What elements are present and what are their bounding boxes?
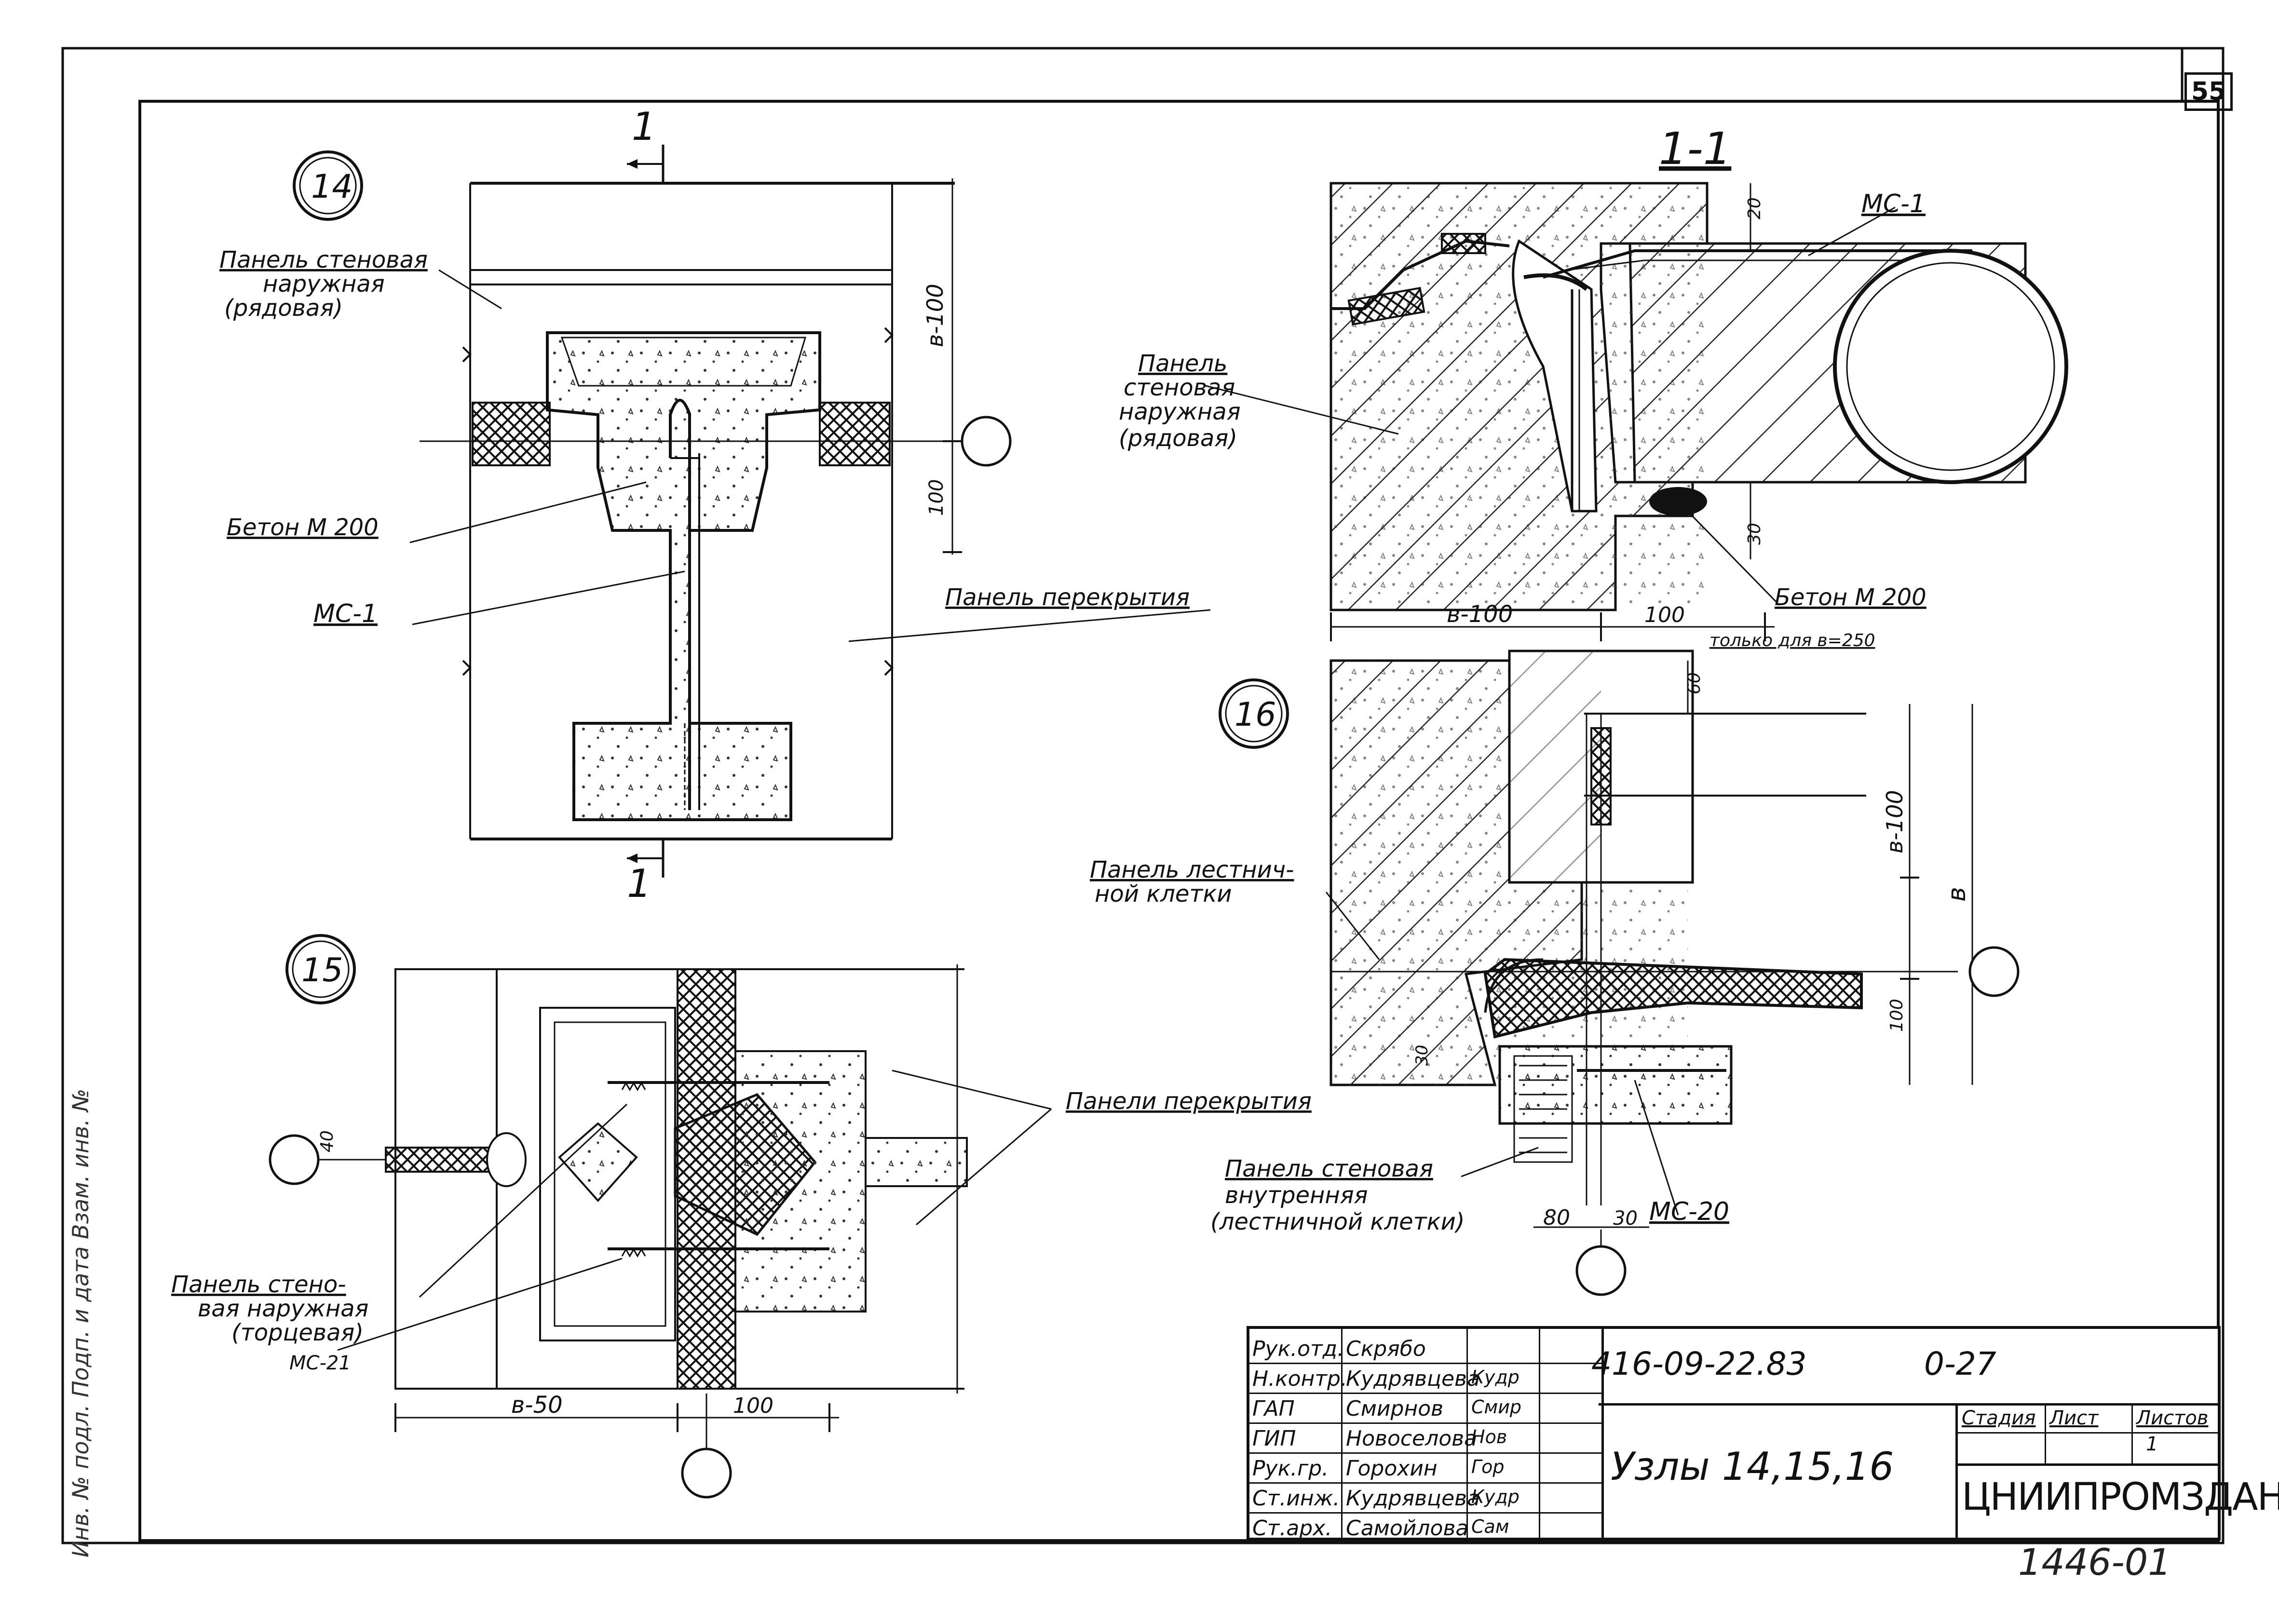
node-15-wall-panel-line1: Панель стено- <box>171 1271 346 1298</box>
title-block-sign: Кудр <box>1471 1486 1519 1507</box>
title-block-name: Новоселова <box>1346 1426 1478 1451</box>
node-16-dim-top: 60 <box>1684 672 1704 694</box>
node-14-number-circle <box>293 150 363 221</box>
node-16-number-circle <box>1219 678 1289 749</box>
title-block-sign: Смир <box>1471 1396 1522 1418</box>
node-16-number: 16 <box>1234 696 1276 734</box>
section-1-1-wall-panel-line1: Панель <box>1138 350 1227 377</box>
node-15-number-circle <box>285 934 356 1004</box>
title-block-role: Ст.инж. <box>1252 1486 1340 1511</box>
title-block-sign: Сам <box>1471 1516 1509 1537</box>
node-16-stair-panel-line2: ной клетки <box>1095 880 1232 907</box>
node-16-stair-panel-line1: Панель лестнич- <box>1090 856 1294 883</box>
node-16-inner-panel-line3: (лестничной клетки) <box>1210 1208 1465 1235</box>
section-1-1-wall-panel-line3: наружная <box>1119 398 1241 425</box>
node-16-dim-80: 80 <box>1543 1205 1570 1230</box>
node-15-dim-right: 100 <box>733 1394 773 1418</box>
title-block-row: ГАП Смирнов Смир <box>1249 1393 1601 1424</box>
node-14-number: 14 <box>311 168 353 206</box>
node-14-floor-panel-label: Панель перекрытия <box>945 584 1190 611</box>
title-block-name: Кудрявцева <box>1346 1367 1480 1391</box>
node-15-floor-panels-label: Панели перекрытия <box>1066 1088 1312 1115</box>
node-16-dim-30: 30 <box>1613 1207 1638 1230</box>
section-1-1-wall-panel-line4: (рядовая) <box>1119 425 1237 452</box>
inner-frame <box>138 100 2220 1542</box>
page-number: 55 <box>2184 72 2233 111</box>
section-1-1-note: только для в=250 <box>1709 631 1875 650</box>
node-14-dim-slab: 100 <box>925 479 948 516</box>
title-block-role: Рук.отд. <box>1252 1337 1344 1361</box>
node-14-section-mark-bottom: 1 <box>627 861 651 906</box>
node-15-wall-panel-line3: (торцевая) <box>231 1319 364 1346</box>
node-16-ms-label: МС-20 <box>1649 1197 1729 1226</box>
title-block-sign: Гор <box>1471 1456 1505 1477</box>
drawing-title: Узлы 14,15,16 <box>1611 1444 1894 1489</box>
organization-box: Стадия Лист Листов 1 ЦНИИПРОМЗДАНИЙ <box>1955 1403 2279 1541</box>
title-block-role: ГИП <box>1252 1426 1296 1451</box>
title-block-name: Скрябо <box>1346 1337 1426 1361</box>
node-14-wall-panel-line2: наружная <box>263 271 385 298</box>
side-stamp: Инв. № подл. Подп. и дата Взам. инв. № <box>68 1088 94 1557</box>
section-1-1-wall-panel-line2: стеновая <box>1124 374 1235 401</box>
node-16-inner-panel-line2: внутренняя <box>1225 1182 1368 1209</box>
node-14-wall-panel-line3: (рядовая) <box>224 295 343 322</box>
node-16-inner-panel-line1: Панель стеновая <box>1225 1155 1433 1182</box>
section-1-1-title: 1-1 <box>1659 123 1731 175</box>
node-14-ms-label: МС-1 <box>313 599 378 628</box>
section-1-1-drawing <box>1205 182 2068 641</box>
node-15-dim-width: в-50 <box>511 1392 563 1419</box>
node-16-dim-left: 30 <box>1412 1045 1432 1066</box>
node-14-section-mark-top: 1 <box>632 104 656 149</box>
title-block-signatures <box>1249 1329 1604 1538</box>
title-block-role: Н.контр. <box>1252 1367 1347 1391</box>
section-1-1-dim-top: 20 <box>1745 197 1764 219</box>
organization-name: ЦНИИПРОМЗДАНИЙ <box>1962 1475 2279 1519</box>
title-block-name: Смирнов <box>1346 1396 1444 1421</box>
title-block-role: ГАП <box>1252 1396 1295 1421</box>
node-15-ms-label: МС-21 <box>289 1352 351 1374</box>
drawing-code: 416-09-22.83 <box>1591 1345 1807 1382</box>
sheets-header: Листов <box>2136 1407 2209 1429</box>
node-14-drawing <box>293 145 1211 878</box>
title-block-name: Горохин <box>1346 1456 1438 1481</box>
section-1-1-dim-bottom: 30 <box>1745 523 1764 545</box>
section-1-1-dim-right: 100 <box>1644 603 1685 627</box>
node-16-dim-total: в <box>1942 887 1971 902</box>
sheet-value: 1 <box>2146 1433 2158 1455</box>
node-14-dim-height: в-100 <box>922 284 948 347</box>
title-block-row: Рук.гр. Горохин Гор <box>1249 1452 1601 1484</box>
stage-header: Стадия <box>1962 1407 2036 1429</box>
section-1-1-concrete-label: Бетон М 200 <box>1775 584 1926 611</box>
section-1-1-ms-label: МС-1 <box>1861 189 1926 218</box>
title-block-name: Кудрявцева <box>1346 1486 1480 1511</box>
title-block-role: Рук.гр. <box>1252 1456 1329 1481</box>
section-1-1-dim-width: в-100 <box>1447 601 1513 628</box>
node-15-drawing <box>269 934 1052 1499</box>
title-block-role: Ст.арх. <box>1252 1516 1332 1541</box>
outer-frame <box>61 47 2225 1544</box>
node-16-drawing <box>1219 650 2020 1296</box>
node-16-dim-height: в-100 <box>1882 790 1908 853</box>
node-14-wall-panel-line1: Панель стеновая <box>219 246 428 273</box>
title-block-sign: Кудр <box>1471 1367 1519 1388</box>
node-14-concrete-label: Бетон М 200 <box>227 514 379 541</box>
sheet-header: Лист <box>2049 1407 2099 1429</box>
node-15-wall-panel-line2: вая наружная <box>198 1295 368 1322</box>
node-15-number: 15 <box>301 951 343 989</box>
archive-number: 1446-01 <box>2018 1541 2171 1583</box>
sheet-code: 0-27 <box>1924 1345 1996 1382</box>
node-15-dim-left: 40 <box>317 1130 337 1152</box>
title-block-sign: Нов <box>1471 1426 1507 1448</box>
title-block-row: Рук.отд.Скрябо <box>1249 1333 1601 1364</box>
title-block-name: Самойлова <box>1346 1516 1469 1541</box>
node-16-dim-slab: 100 <box>1887 999 1907 1032</box>
